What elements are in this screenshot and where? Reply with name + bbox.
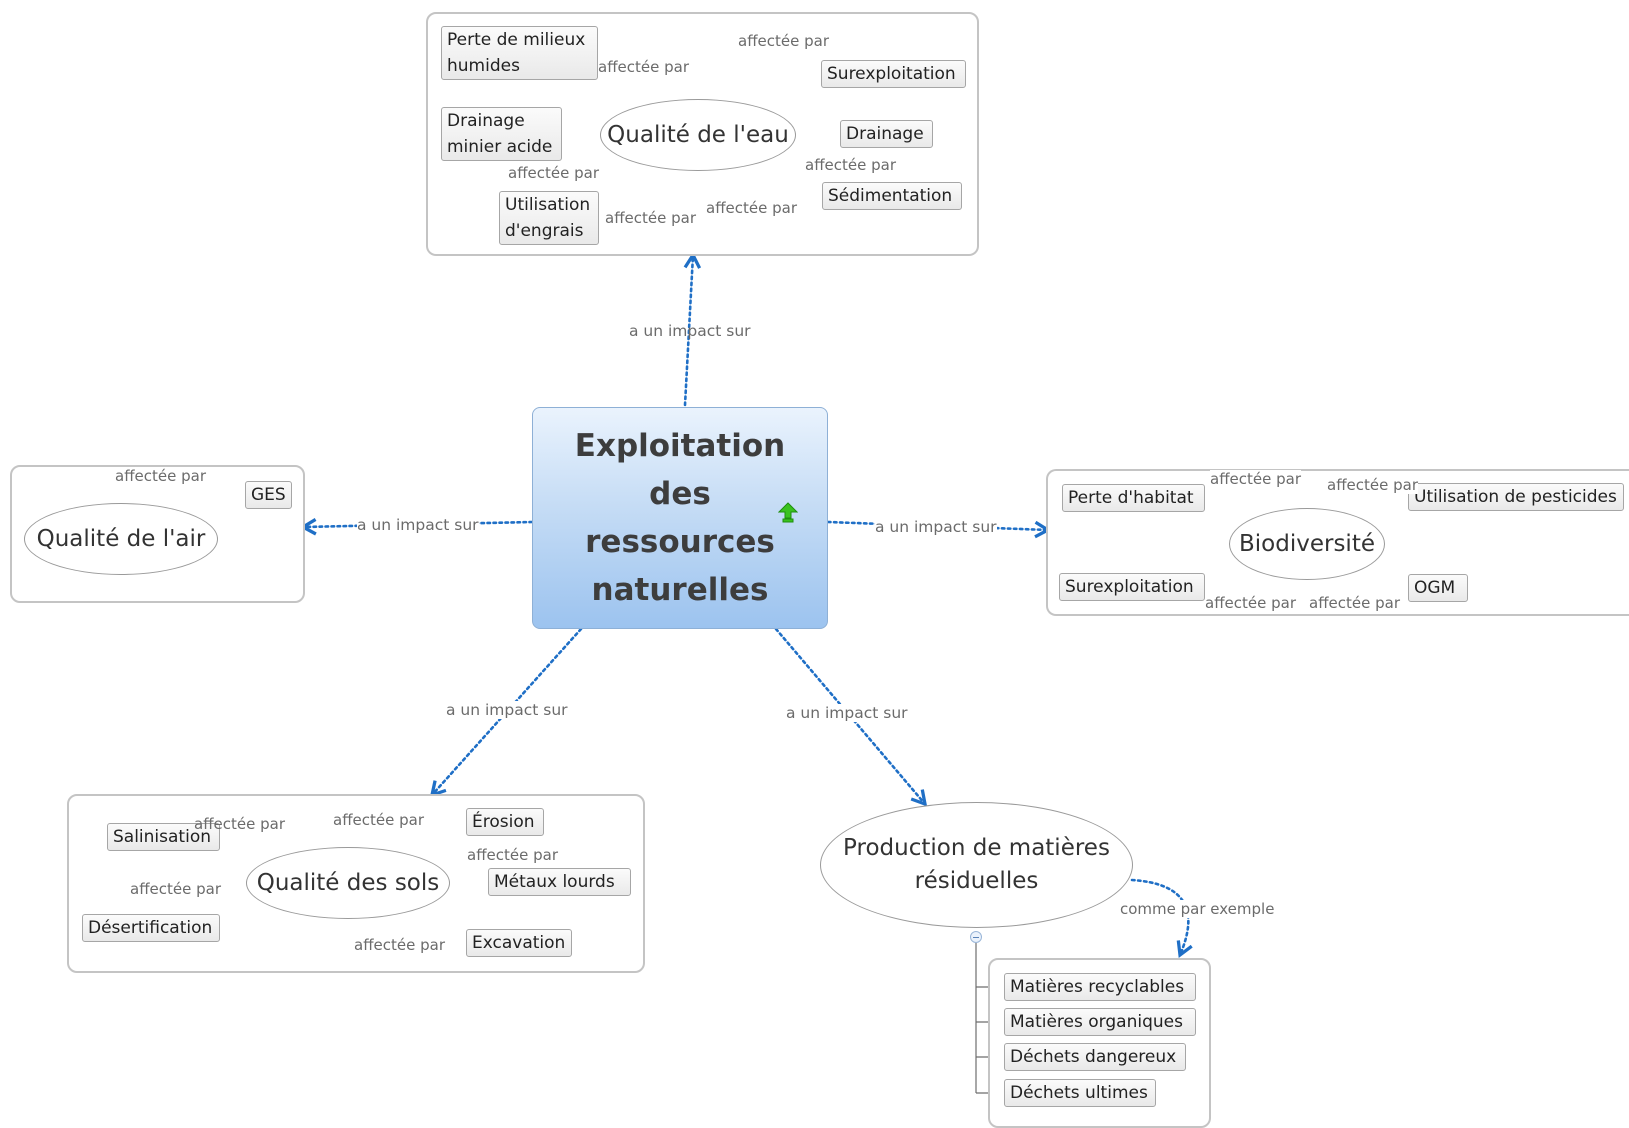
label-for-example: comme par exemple bbox=[1120, 900, 1275, 918]
topic-water-quality-label: Qualité de l'eau bbox=[607, 122, 789, 148]
label-affected-bio-overexploitation: affectée par bbox=[1205, 594, 1296, 612]
topic-biodiversity-label: Biodiversité bbox=[1239, 531, 1375, 557]
label-impact-water: a un impact sur bbox=[629, 322, 751, 340]
label-affected-sedimentation: affectée par bbox=[706, 199, 797, 217]
leaf-desertification[interactable]: Désertification bbox=[82, 914, 220, 942]
label-affected-acid: affectée par bbox=[508, 164, 599, 182]
label-affected-metals: affectée par bbox=[467, 846, 558, 864]
leaf-fertilizer-use[interactable]: Utilisation d'engrais bbox=[499, 191, 599, 245]
label-affected-pesticides: affectée par bbox=[1327, 476, 1418, 494]
leaf-wetland-loss[interactable]: Perte de milieux humides bbox=[441, 26, 598, 80]
label-affected-wetlands: affectée par bbox=[598, 58, 689, 76]
label-affected-excavation: affectée par bbox=[354, 936, 445, 954]
central-topic[interactable]: Exploitation des ressources naturelles bbox=[532, 407, 828, 629]
label-affected-drainage: affectée par bbox=[805, 156, 896, 174]
leaf-water-overexploitation[interactable]: Surexploitation bbox=[821, 60, 966, 88]
leaf-gmo[interactable]: OGM bbox=[1408, 574, 1468, 602]
leaf-habitat-loss[interactable]: Perte d'habitat bbox=[1062, 484, 1205, 512]
label-affected-ghg: affectée par bbox=[115, 467, 206, 485]
topic-waste-production[interactable]: Production de matières résiduelles bbox=[820, 802, 1133, 928]
leaf-organic-materials[interactable]: Matières organiques bbox=[1004, 1008, 1196, 1036]
central-topic-label: Exploitation des ressources naturelles bbox=[574, 428, 786, 608]
label-impact-soil: a un impact sur bbox=[446, 701, 568, 719]
drill-up-icon[interactable] bbox=[778, 502, 798, 524]
leaf-pesticide-use[interactable]: Utilisation de pesticides bbox=[1408, 483, 1624, 511]
label-affected-gmo: affectée par bbox=[1309, 594, 1400, 612]
leaf-recyclable-materials[interactable]: Matières recyclables bbox=[1004, 973, 1196, 1001]
leaf-heavy-metals[interactable]: Métaux lourds bbox=[488, 868, 631, 896]
leaf-sedimentation[interactable]: Sédimentation bbox=[822, 182, 962, 210]
leaf-final-waste[interactable]: Déchets ultimes bbox=[1004, 1079, 1156, 1107]
leaf-ghg[interactable]: GES bbox=[245, 481, 292, 509]
label-affected-fertilizers: affectée par bbox=[605, 209, 696, 227]
topic-soil-quality[interactable]: Qualité des sols bbox=[246, 847, 450, 919]
topic-air-quality-label: Qualité de l'air bbox=[36, 526, 206, 552]
topic-biodiversity[interactable]: Biodiversité bbox=[1229, 508, 1385, 580]
link-central-water bbox=[683, 251, 702, 407]
label-affected-erosion: affectée par bbox=[333, 811, 424, 829]
label-affected-desertification: affectée par bbox=[130, 880, 221, 898]
label-impact-air: a un impact sur bbox=[357, 516, 479, 534]
leaf-hazardous-waste[interactable]: Déchets dangereux bbox=[1004, 1043, 1186, 1071]
label-impact-biodiversity: a un impact sur bbox=[875, 518, 997, 536]
label-impact-waste: a un impact sur bbox=[786, 704, 908, 722]
leaf-erosion[interactable]: Érosion bbox=[466, 808, 544, 836]
topic-waste-production-label: Production de matières résiduelles bbox=[843, 835, 1110, 894]
topic-water-quality[interactable]: Qualité de l'eau bbox=[600, 99, 796, 171]
leaf-salinisation[interactable]: Salinisation bbox=[107, 823, 220, 851]
label-affected-habitat: affectée par bbox=[1210, 470, 1301, 488]
leaf-bio-overexploitation[interactable]: Surexploitation bbox=[1059, 573, 1205, 601]
collapse-toggle-icon[interactable] bbox=[970, 931, 982, 943]
leaf-excavation[interactable]: Excavation bbox=[466, 929, 572, 957]
leaf-drainage[interactable]: Drainage bbox=[840, 120, 933, 148]
leaf-acid-mine-drainage[interactable]: Drainage minier acide bbox=[441, 107, 562, 161]
topic-soil-quality-label: Qualité des sols bbox=[256, 870, 440, 896]
label-affected-salinisation: affectée par bbox=[194, 815, 285, 833]
topic-air-quality[interactable]: Qualité de l'air bbox=[24, 503, 218, 575]
label-affected-overexploitation: affectée par bbox=[738, 32, 829, 50]
